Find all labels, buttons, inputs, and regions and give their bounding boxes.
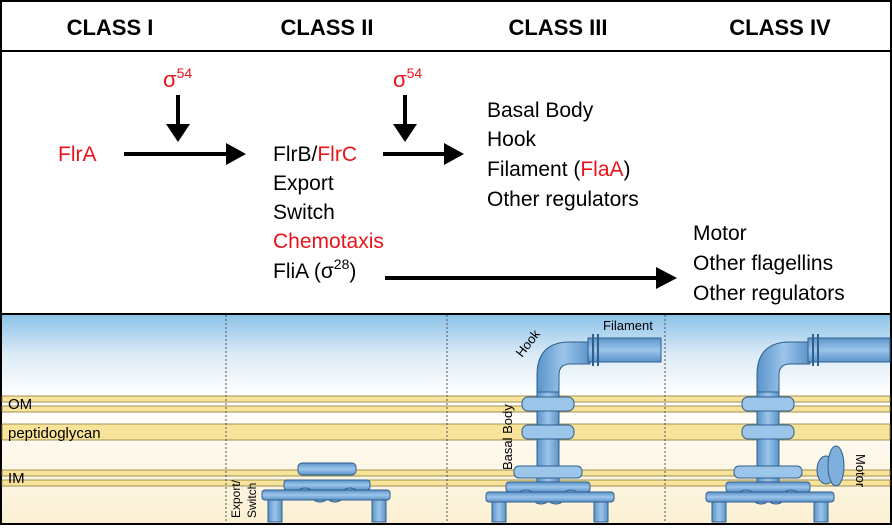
motor-text: Motor [693,222,747,245]
filament-structure-label: Filament [603,318,653,333]
export-switch-apparatus [261,462,391,523]
inner-membrane-upper [1,469,891,477]
sigma54-label-1: σ54 [163,65,192,92]
flrb-flrc-label: FlrB/FlrC [273,143,357,166]
other-regulators-text-4: Other regulators [693,282,845,305]
chemotaxis-label: Chemotaxis [273,230,384,253]
arrow-class2-to-class4-head [656,267,677,289]
im-label: IM [8,470,25,487]
sigma54-label-2: σ54 [393,65,422,92]
header-class-4: CLASS IV [729,15,831,40]
filament-text: Filament (FlaA) [487,158,631,181]
header-class-3: CLASS III [508,15,607,40]
header-class-2: CLASS II [281,15,374,40]
export-switch-label-2: Switch [245,483,259,518]
sigma54-arrow-1-head [166,124,190,142]
hook-text: Hook [487,128,537,151]
other-flagellins-text: Other flagellins [693,252,833,275]
outer-membrane-lower [1,405,891,413]
flra-label: FlrA [58,143,97,166]
flia-label: FliA (σ28) [273,256,356,283]
extracellular-region [2,315,890,395]
other-regulators-text-3: Other regulators [487,188,639,211]
basal-body-structure-label: Basal Body [500,404,515,470]
sigma54-arrow-2-head [393,124,417,142]
export-label: Export [273,172,334,195]
om-label: OM [8,396,32,413]
motor-structure-label: Motor [853,454,868,488]
switch-label: Switch [273,201,335,224]
arrow-class2-to-class3-head [444,143,464,165]
class4-flagellum [705,334,891,523]
peptidoglycan-label: peptidoglycan [8,425,101,442]
peptidoglycan-layer [1,423,891,441]
class3-flagellum [485,334,662,523]
outer-membrane-upper [1,395,891,403]
header-class-1: CLASS I [67,15,154,40]
export-switch-label-1: Export/ [229,479,243,518]
inner-membrane-lower [1,479,891,487]
arrow-class1-to-class2-head [226,143,246,165]
basal-body-text: Basal Body [487,99,594,122]
